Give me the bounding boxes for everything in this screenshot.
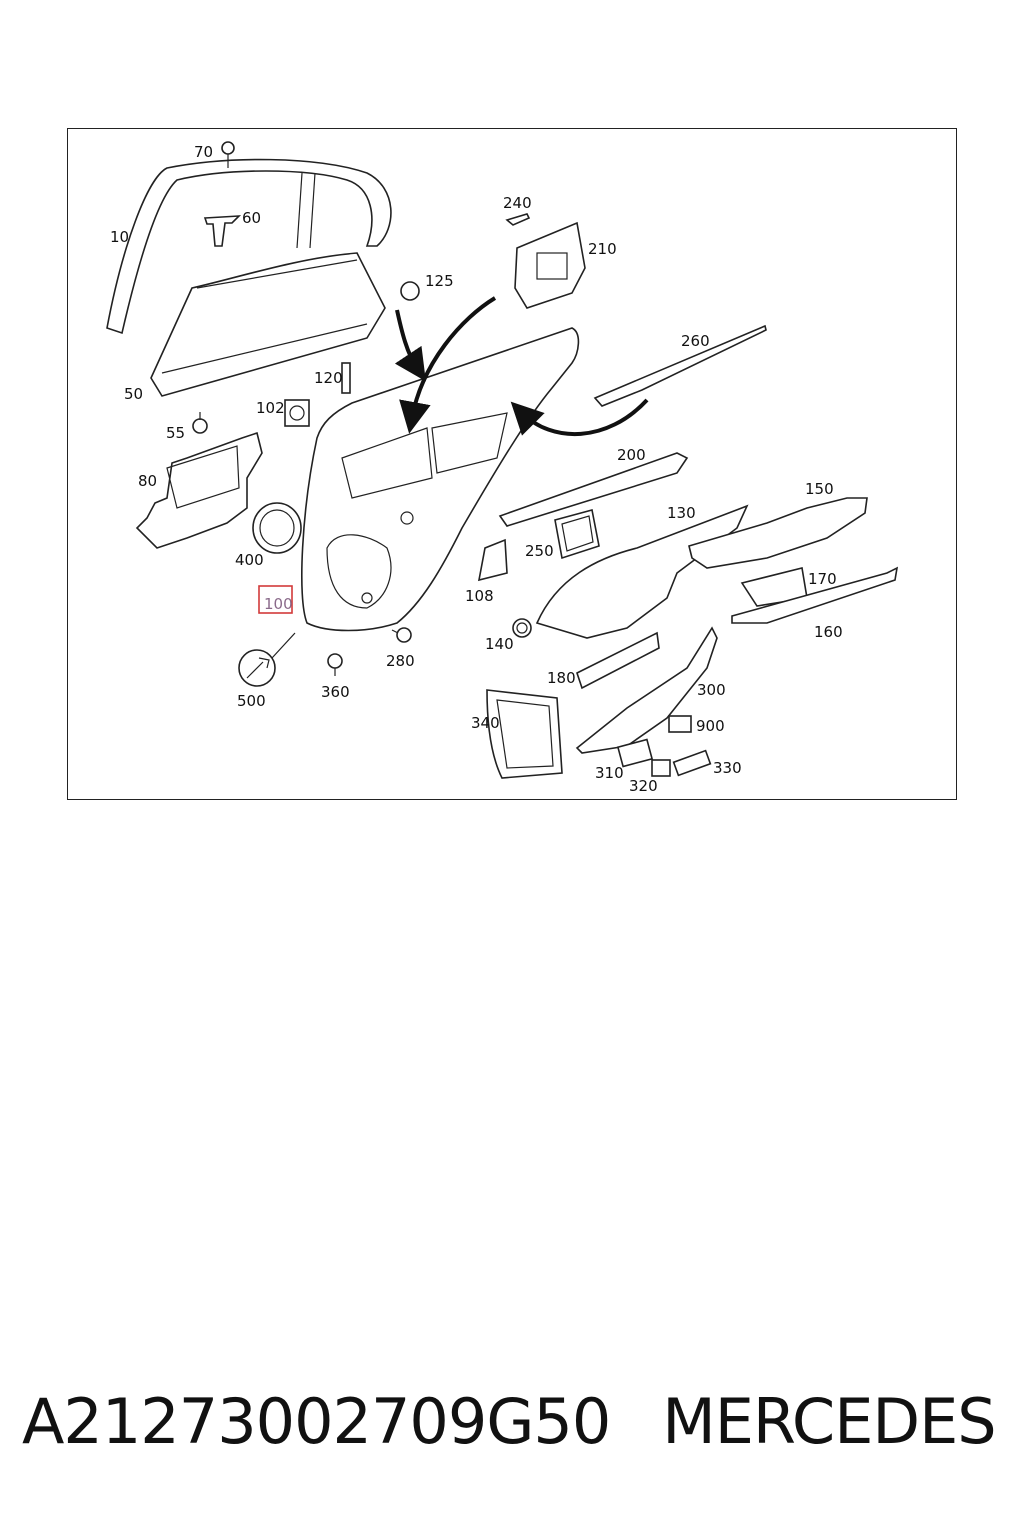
part-900-connector <box>668 715 692 733</box>
part-80-bracket <box>135 431 263 549</box>
arrow-125 <box>394 309 426 382</box>
part-320-lamp <box>651 759 671 777</box>
exploded-parts-diagram: 10 50 55 60 70 80 100 102 108 120 125 13… <box>106 141 899 795</box>
callout-900: 900 <box>696 717 725 735</box>
part-100-door-panel <box>300 327 580 632</box>
part-125-clip <box>400 281 420 301</box>
part-250-frame <box>554 509 600 560</box>
callout-130: 130 <box>667 504 696 522</box>
part-10-window-frame <box>106 158 392 335</box>
part-102-grille <box>284 399 310 427</box>
callout-330: 330 <box>713 759 742 777</box>
callout-10: 10 <box>110 228 129 246</box>
part-50-sunshade <box>150 252 386 397</box>
part-120-fastener <box>341 362 351 394</box>
part-300-pocket <box>575 626 718 754</box>
part-240-clip <box>505 213 531 226</box>
part-number: A21273002709G50 <box>22 1385 611 1458</box>
highlight-box-100 <box>258 585 293 614</box>
callout-200: 200 <box>617 446 646 464</box>
part-150-armrest <box>688 497 868 569</box>
part-310-switch <box>616 738 654 768</box>
callout-500: 500 <box>237 692 266 710</box>
callout-260: 260 <box>681 332 710 350</box>
part-70-screw <box>221 141 235 168</box>
footer-caption: A21273002709G50 MERCEDES <box>22 1385 1012 1465</box>
callout-80: 80 <box>138 472 157 490</box>
part-500-wrench-symbol <box>238 632 296 687</box>
part-140-ring <box>512 618 532 638</box>
callout-70: 70 <box>194 143 213 161</box>
callout-400: 400 <box>235 551 264 569</box>
callout-108: 108 <box>465 587 494 605</box>
callout-60: 60 <box>242 209 261 227</box>
part-400-ring <box>252 502 302 554</box>
callout-340: 340 <box>471 714 500 732</box>
part-260-trim-strip <box>593 324 767 407</box>
callout-310: 310 <box>595 764 624 782</box>
callout-140: 140 <box>485 635 514 653</box>
callout-280: 280 <box>386 652 415 670</box>
callout-320: 320 <box>629 777 658 795</box>
brand-name: MERCEDES <box>662 1385 996 1458</box>
part-200-trim-strip <box>498 452 689 527</box>
part-330-light <box>672 749 712 777</box>
part-160-trim-strip <box>731 566 899 624</box>
part-108-frame <box>477 538 508 582</box>
callout-150: 150 <box>805 480 834 498</box>
callout-360: 360 <box>321 683 350 701</box>
callout-102: 102 <box>256 399 285 417</box>
callout-240: 240 <box>503 194 532 212</box>
callout-55: 55 <box>166 424 185 442</box>
part-210-handle-bracket <box>514 221 586 309</box>
callout-210: 210 <box>588 240 617 258</box>
callout-50: 50 <box>124 385 143 403</box>
part-340-frame <box>486 689 563 779</box>
callout-100: 100 <box>264 595 293 613</box>
arrow-260 <box>510 398 649 437</box>
callout-180: 180 <box>547 669 576 687</box>
part-280-screw <box>391 627 412 643</box>
part-180-trim <box>576 631 660 690</box>
callout-250: 250 <box>525 542 554 560</box>
callout-160: 160 <box>814 623 843 641</box>
callout-170: 170 <box>808 570 837 588</box>
part-130-carrier <box>535 504 749 639</box>
diagram-frame <box>67 128 957 800</box>
part-60-clip <box>203 215 242 247</box>
callout-125: 125 <box>425 272 454 290</box>
callout-300: 300 <box>697 681 726 699</box>
part-360-clip <box>327 653 343 676</box>
callout-120: 120 <box>314 369 343 387</box>
part-55-screw <box>192 412 208 434</box>
arrow-210 <box>399 296 497 434</box>
